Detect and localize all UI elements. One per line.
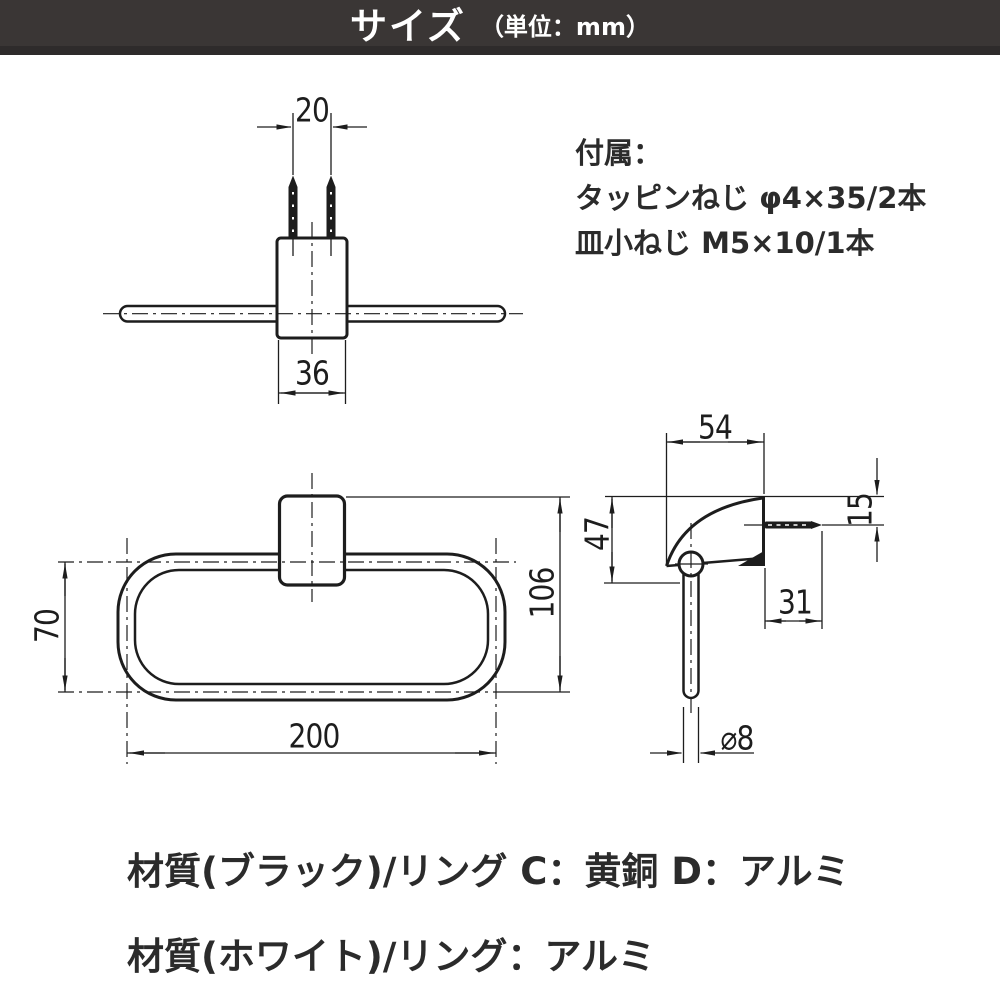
dim-label-ring-inner-height: 70: [27, 609, 67, 643]
material-line-black: 材質(ブラック)/リング C：黄銅 D：アルミ: [127, 850, 850, 893]
accessories-heading: 付属：: [575, 136, 663, 170]
front-view-drawing: [58, 473, 570, 764]
material-line-white: 材質(ホワイト)/リング：アルミ: [127, 935, 655, 978]
bracket-cover-side-view: [665, 496, 764, 567]
dim-label-bracket-height: 47: [577, 517, 617, 551]
dim-label-pin-spacing: 20: [295, 90, 330, 130]
accessories-item: 皿小ねじ M5×10/1本: [575, 226, 875, 260]
screw-right: [326, 175, 336, 239]
top-view-drawing: [103, 113, 523, 404]
page-title: サイズ: [350, 5, 466, 48]
dim-label-screw-offset: 15: [840, 493, 880, 527]
dim-label-ring-width: 200: [288, 716, 341, 756]
accessories-note: 付属： タッピンねじ φ4×35/2本 皿小ねじ M5×10/1本: [575, 131, 926, 266]
unit-label: （単位：mm）: [479, 13, 650, 41]
dim-label-bracket-width: 36: [295, 353, 330, 393]
header-bar: サイズ （単位：mm）: [0, 0, 1000, 55]
dim-label-ring-bar-diameter: ⌀8: [720, 718, 754, 758]
screw-left: [288, 175, 298, 239]
side-view-drawing: [604, 433, 884, 763]
wall-screw-side-view: [765, 521, 822, 529]
dim-label-overall-height: 106: [522, 567, 562, 619]
dim-label-screw-protrusion: 31: [778, 582, 813, 622]
bracket-base-wedge: [738, 551, 764, 566]
dim-label-bracket-depth: 54: [698, 407, 733, 447]
ring-inner-front-view: [133, 568, 490, 686]
material-notes: 材質(ブラック)/リング C：黄銅 D：アルミ 材質(ホワイト)/リング：アルミ: [127, 853, 850, 975]
accessories-item: タッピンねじ φ4×35/2本: [575, 181, 927, 215]
